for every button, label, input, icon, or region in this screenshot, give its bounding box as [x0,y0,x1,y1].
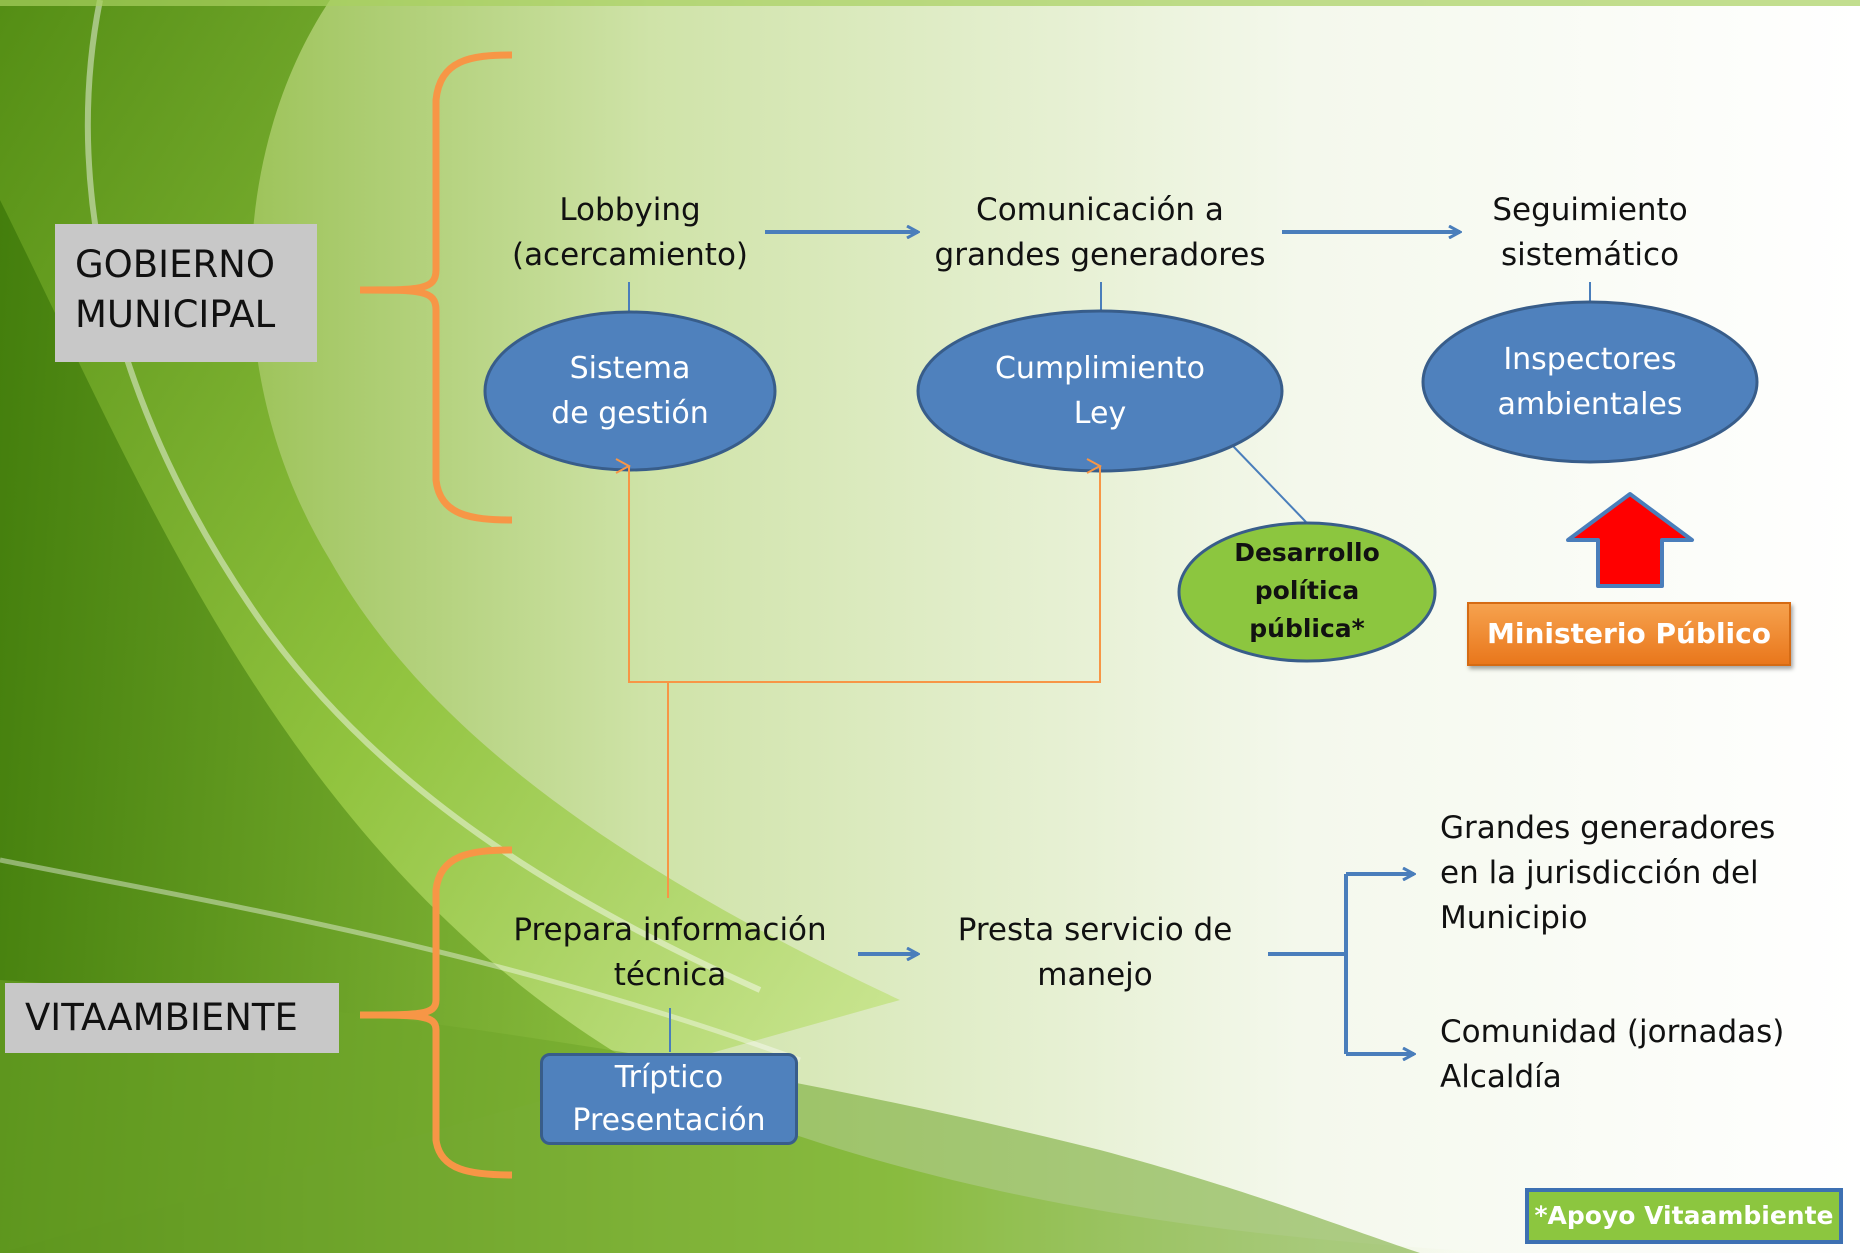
bracket-vita [359,846,513,1179]
orange-connector-right [668,466,1100,683]
triptico-box: Tríptico Presentación [540,1053,798,1145]
label-gobierno-municipal: GOBIERNO MUNICIPAL [55,224,317,362]
apoyo-vitaambiente-note: *Apoyo Vitaambiente [1525,1188,1843,1244]
text-comunidad: Comunidad (jornadas) Alcaldía [1440,1014,1785,1095]
text-seguimiento: Seguimiento sistemático [1492,192,1688,273]
ministerio-publico-box: Ministerio Público [1467,602,1791,666]
bracket-gobierno [359,51,513,524]
text-comunicacion: Comunicación a grandes generadores [934,192,1266,273]
red-up-arrow [1566,492,1694,588]
fork-connector [1268,874,1348,1054]
orange-connector [629,466,669,898]
ellipse-label-cumplimiento: Cumplimiento Ley [994,351,1206,431]
text-lobbying: Lobbying (acercamiento) [511,192,749,273]
text-presta: Presta servicio de manejo [957,912,1233,993]
ellipse-label-inspectores: Inspectores ambientales [1497,342,1683,422]
text-prepara: Prepara información técnica [513,912,827,993]
label-vitaambiente: VITAAMBIENTE [5,983,339,1053]
ellipse-label-desarrollo: Desarrollo política pública* [1234,538,1380,643]
node-desarrollo [1177,521,1437,663]
node-inspectores [1421,300,1759,464]
text-grandes-generadores: Grandes generadores en la jurisdicción d… [1440,810,1776,936]
connector-cumplimiento-desarrollo [1231,444,1307,523]
ellipse-label-sistema: Sistema de gestión [551,351,709,431]
